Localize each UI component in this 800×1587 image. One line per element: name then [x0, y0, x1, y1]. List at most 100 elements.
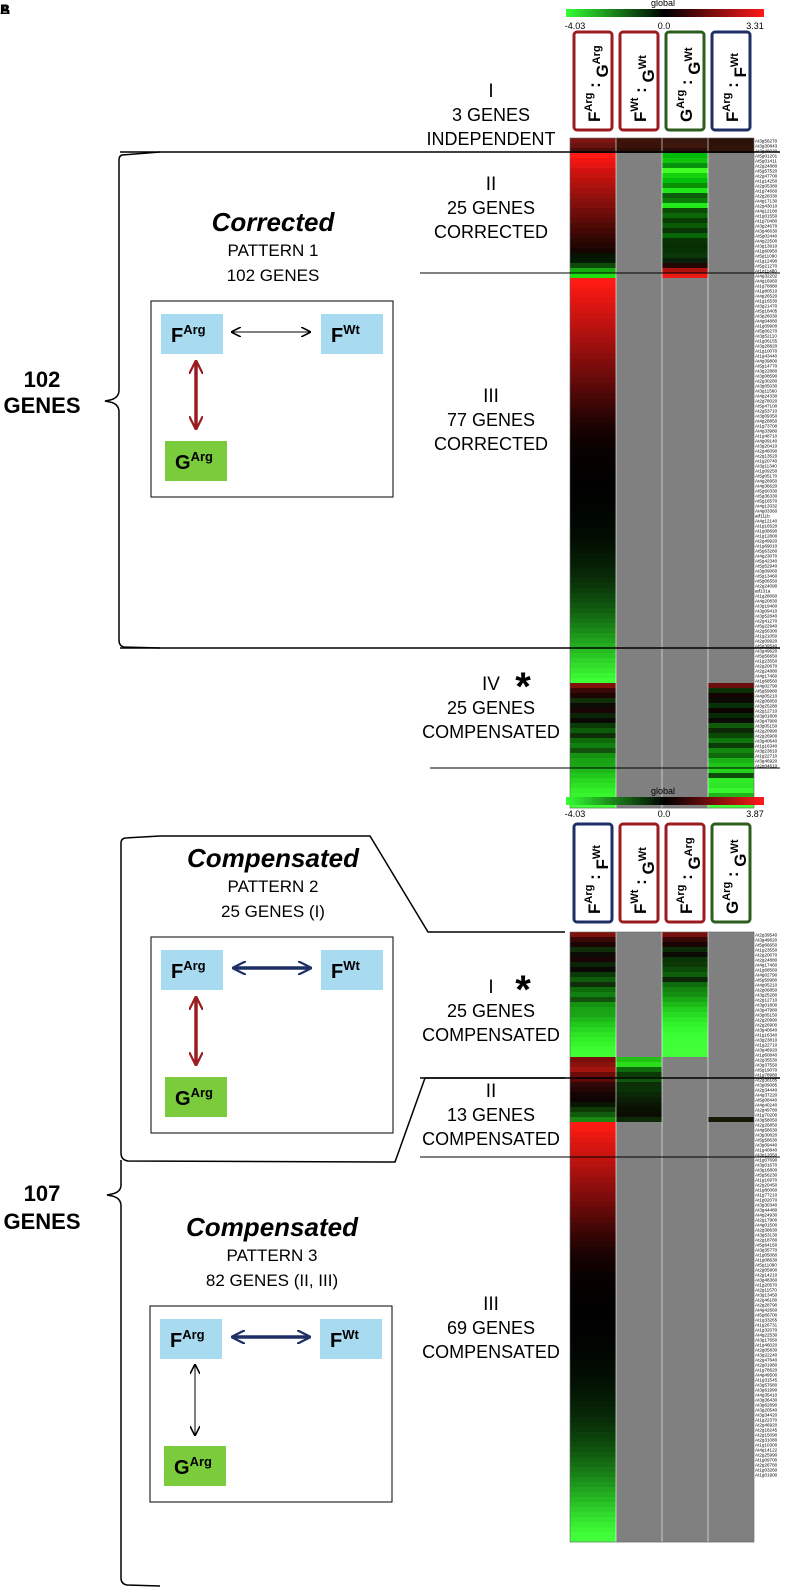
- panel-a-heatmap-cell: [616, 678, 662, 684]
- panel-a-heatmap-cell: [662, 443, 708, 449]
- panel-b-gene-id: At4g17460: [755, 963, 778, 968]
- panel-b-heatmap-cell: [570, 1172, 616, 1178]
- panel-a-heatmap-cell: [570, 483, 616, 489]
- panel-b-gene-id: At2g39540: [755, 933, 778, 938]
- panel-b-heatmap-cell: [616, 1472, 662, 1478]
- panel-b-heatmap-cell: [708, 1527, 754, 1533]
- panel-b-gene-id: At2g26900: [755, 1023, 778, 1028]
- panel-b-heatmap-cell: [662, 1327, 708, 1333]
- panel-b-heatmap-cell: [570, 1507, 616, 1513]
- panel-b-heatmap-cell: [662, 1472, 708, 1478]
- panel-b-heatmap-cell: [616, 1512, 662, 1518]
- panel-b-gene-id: At1g07690: [755, 1158, 778, 1163]
- panel-b-heatmap-cell: [570, 1537, 616, 1543]
- panel-a-heatmap-cell: [708, 318, 754, 324]
- panel-b-heatmap-cell: [616, 1087, 662, 1093]
- panel-a-heatmap-cell: [708, 163, 754, 169]
- panel-b-gene-id: At5g58630: [755, 1138, 778, 1143]
- panel-b-gene-id: At3g01670: [755, 1163, 778, 1168]
- panel-a-heatmap-cell: [662, 478, 708, 484]
- panel-b-heatmap-cell: [570, 1417, 616, 1423]
- panel-a-gene-id: At4g26520: [755, 294, 778, 299]
- panel-b-heatmap-cell: [616, 1237, 662, 1243]
- panel-a-gene-id: At1g74660: [755, 189, 778, 194]
- panel-b-gene-id: At1g08630: [755, 1258, 778, 1263]
- panel-a-heatmap-cell: [570, 463, 616, 469]
- panel-a-heatmap-cell: [570, 493, 616, 499]
- panel-b-heatmap-cell: [708, 1157, 754, 1163]
- panel-a-heatmap-cell: [616, 288, 662, 294]
- panel-a-heatmap-cell: [616, 743, 662, 749]
- panel-b-gene-id: At3g62890: [755, 1403, 778, 1408]
- panel-b-heatmap-cell: [662, 1057, 708, 1063]
- panel-b-gene-id: At5g66650: [755, 943, 778, 948]
- pattern-3-node-f-wt: FWt: [320, 1319, 382, 1359]
- panel-a-heatmap-cell: [616, 183, 662, 189]
- panel-b-callout: [120, 835, 565, 1163]
- panel-b-heatmap-cell: [570, 1517, 616, 1523]
- panel-a-gene-id: At2g24880: [755, 164, 778, 169]
- panel-b-gene-id: At3g36430: [755, 1398, 778, 1403]
- panel-a-gene-id: At1g09250: [755, 469, 778, 474]
- panel-b-heatmap-cell: [616, 1097, 662, 1103]
- panel-b-heatmap-cell: [616, 1322, 662, 1328]
- panel-a-heatmap-border: [569, 137, 755, 809]
- panel-a-gene-id: At2g43010: [755, 204, 778, 209]
- panel-a-heatmap-cell: [570, 418, 616, 424]
- panel-a-heatmap-cell: [662, 498, 708, 504]
- panel-b-heatmap-cell: [570, 1042, 616, 1048]
- panel-b-heatmap-cell: [708, 1402, 754, 1408]
- panel-b-heatmap-cell: [616, 1347, 662, 1353]
- panel-a-gene-id: atf131a: [755, 589, 771, 594]
- panel-a-heatmap-cell: [570, 513, 616, 519]
- panel-a-heatmap-cell: [662, 253, 708, 259]
- panel-b-heatmap-cell: [570, 1237, 616, 1243]
- panel-label-b: B: [0, 1, 10, 17]
- panel-b-heatmap-cell: [708, 942, 754, 948]
- panel-a-heatmap-cell: [616, 528, 662, 534]
- panel-b-heatmap-cell: [662, 1227, 708, 1233]
- panel-b-heatmap-cell: [570, 937, 616, 943]
- panel-a-gene-id: At4g28850: [755, 419, 778, 424]
- panel-a-heatmap-cell: [616, 598, 662, 604]
- pattern-2-node-g-arg: GArg: [165, 1077, 227, 1117]
- panel-a-heatmap-cell: [570, 488, 616, 494]
- panel-a-heatmap-cell: [616, 458, 662, 464]
- panel-b-gene-id: At3g23810: [755, 1038, 778, 1043]
- panel-a-heatmap-cell: [616, 203, 662, 209]
- panel-b-heatmap-cell: [662, 1387, 708, 1393]
- panel-a-heatmap-cell: [662, 303, 708, 309]
- panel-a-gene-id: At5g56650: [755, 654, 778, 659]
- panel-a-heatmap-cell: [662, 413, 708, 419]
- panel-b-heatmap-cell: [570, 1197, 616, 1203]
- panel-b-heatmap-cell: [708, 1057, 754, 1063]
- panel-a-heatmap-cell: [616, 428, 662, 434]
- panel-a-heatmap-cell: [616, 313, 662, 319]
- panel-b-heatmap-cell: [662, 1527, 708, 1533]
- panel-a-gene-id: At3g46920: [755, 759, 778, 764]
- panel-b-heatmap-cell: [708, 1477, 754, 1483]
- panel-a-heatmap-cell: [616, 778, 662, 784]
- panel-a-heatmap-cell: [570, 153, 616, 159]
- panel-a-gene-id: At3g48020: [755, 149, 778, 154]
- panel-a-gene-id: At1g69010: [755, 544, 778, 549]
- panel-b-heatmap-cell: [708, 1212, 754, 1218]
- panel-b-heatmap-cell: [570, 1257, 616, 1263]
- panel-b-heatmap-cell: [570, 1362, 616, 1368]
- panel-b-heatmap-cell: [570, 1232, 616, 1238]
- panel-b-heatmap-cell: [570, 1367, 616, 1373]
- panel-b-heatmap-cell: [570, 1462, 616, 1468]
- panel-a-heatmap-cell: [708, 763, 754, 769]
- panel-a-heatmap-cell: [616, 753, 662, 759]
- panel-a-heatmap-cell: [708, 803, 754, 809]
- panel-b-heatmap-cell: [708, 1147, 754, 1153]
- panel-a-heatmap-cell: [570, 233, 616, 239]
- panel-a-heatmap-cell: [662, 378, 708, 384]
- panel-b-heatmap-cell: [616, 1077, 662, 1083]
- panel-b-gene-id: At3g44480: [755, 1208, 778, 1213]
- panel-b-heatmap-cell: [616, 1507, 662, 1513]
- panel-a-heatmap-cell: [662, 333, 708, 339]
- panel-a-heatmap-cell: [662, 673, 708, 679]
- panel-b-heatmap-cell: [708, 1197, 754, 1203]
- panel-b-heatmap-cell: [616, 1107, 662, 1113]
